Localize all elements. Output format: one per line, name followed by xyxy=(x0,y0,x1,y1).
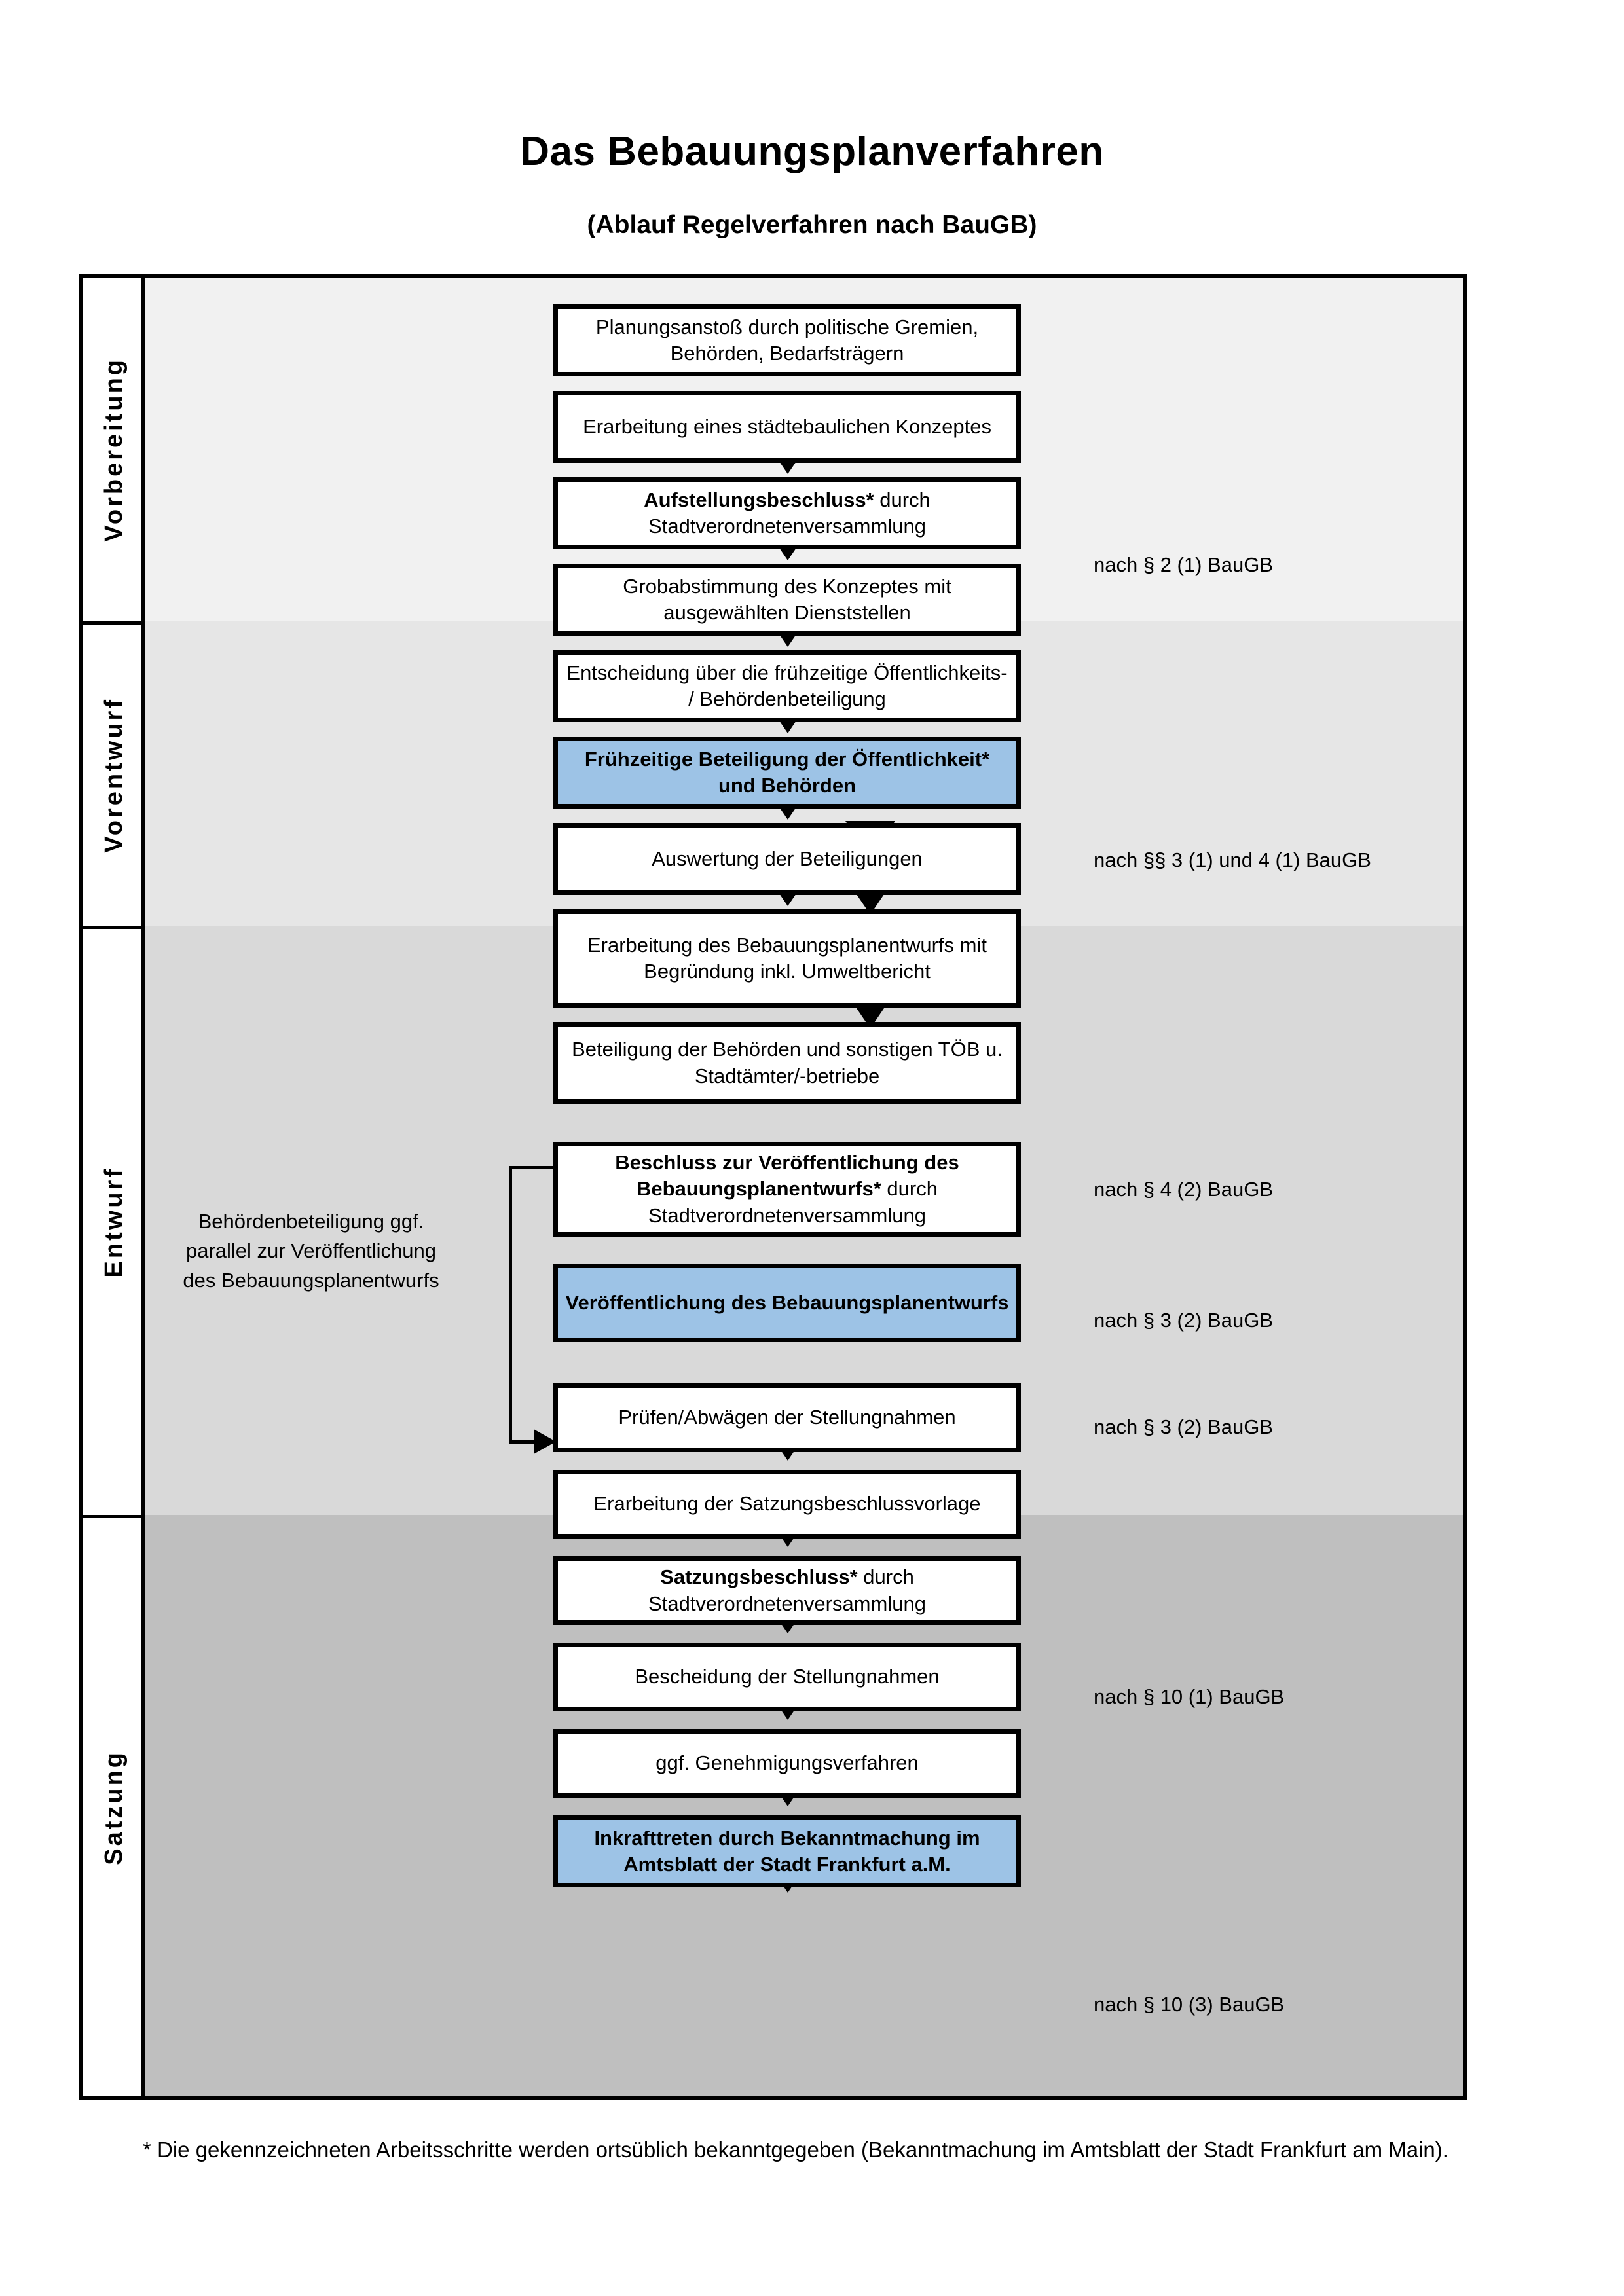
step-text: Inkrafttreten durch Bekanntmachung im Am… xyxy=(564,1825,1010,1878)
step-text: Erarbeitung der Satzungsbeschlussvorlage xyxy=(593,1492,981,1516)
step-genehmigungsverfahren[interactable]: ggf. Genehmigungsverfahren xyxy=(553,1729,1021,1798)
law-note-par4-2: nach § 4 (2) BauGB xyxy=(1094,1178,1273,1201)
step-text: Aufstellungsbeschluss* durch Stadtverord… xyxy=(564,487,1010,540)
step-planungsanstoss[interactable]: Planungsanstoß durch politische Gremien,… xyxy=(553,304,1021,376)
footnote: * Die gekennzeichneten Arbeitsschritte w… xyxy=(143,2138,1449,2162)
step-bold-part: Inkrafttreten xyxy=(594,1826,713,1850)
step-text: Erarbeitung eines städtebaulichen Konzep… xyxy=(583,414,991,438)
step-text: Veröffentlichung des Bebauungsplanentwur… xyxy=(565,1290,1009,1314)
lane-label-satzung: Satzung xyxy=(83,1515,145,2096)
step-text: Grobabstimmung des Konzeptes mit ausgewä… xyxy=(623,574,951,624)
lane-label-column: Vorbereitung Vorentwurf Entwurf Satzung xyxy=(83,278,145,2096)
law-note-par3-4-1: nach §§ 3 (1) und 4 (1) BauGB xyxy=(1094,848,1371,871)
step-veroeffentlichung[interactable]: Veröffentlichung des Bebauungsplanentwur… xyxy=(553,1264,1021,1342)
step-entscheidung-fruehzeitig[interactable]: Entscheidung über die frühzeitige Öffent… xyxy=(553,650,1021,722)
lane-label-entwurf: Entwurf xyxy=(83,926,145,1515)
step-text: Satzungsbeschluss* durch Stadtverordnete… xyxy=(564,1564,1010,1617)
step-satzungsbeschluss[interactable]: Satzungsbeschluss* durch Stadtverordnete… xyxy=(553,1556,1021,1625)
step-text: Planungsanstoß durch politische Gremien,… xyxy=(595,315,979,365)
branch-line-vert xyxy=(509,1166,512,1444)
step-rest: durch Stadtverordnetenversammlung xyxy=(648,1565,926,1615)
lane-label-vorentwurf: Vorentwurf xyxy=(83,621,145,926)
law-note-par3-2b: nach § 3 (2) BauGB xyxy=(1094,1415,1273,1438)
step-rest: durch Stadtverordnetenversammlung xyxy=(648,488,931,538)
step-bold-part: Satzungsbeschluss* xyxy=(660,1565,858,1589)
step-beschluss-veroeffentlichung[interactable]: Beschluss zur Veröffentlichung des Bebau… xyxy=(553,1142,1021,1237)
step-rest: durch Bekanntmachung im Amtsblatt der St… xyxy=(623,1826,980,1876)
step-text: Beschluss zur Veröffentlichung des Bebau… xyxy=(564,1150,1010,1229)
branch-line-top xyxy=(509,1166,556,1169)
page-subtitle: (Ablauf Regelverfahren nach BauGB) xyxy=(587,211,1037,239)
step-beteiligung-behoerden[interactable]: Beteiligung der Behörden und sonstigen T… xyxy=(553,1022,1021,1104)
lane-label-text: Satzung xyxy=(100,1749,128,1865)
lane-label-vorbereitung: Vorbereitung xyxy=(83,278,145,621)
step-pruefen-abwaegen[interactable]: Prüfen/Abwägen der Stellungnahmen xyxy=(553,1383,1021,1452)
step-text: Prüfen/Abwägen der Stellungnahmen xyxy=(618,1406,956,1429)
step-inkrafttreten[interactable]: Inkrafttreten durch Bekanntmachung im Am… xyxy=(553,1815,1021,1887)
lane-label-text: Vorentwurf xyxy=(100,697,128,853)
step-bescheidung[interactable]: Bescheidung der Stellungnahmen xyxy=(553,1643,1021,1711)
law-note-par3-2a: nach § 3 (2) BauGB xyxy=(1094,1309,1273,1332)
step-staedtebau-konzept[interactable]: Erarbeitung eines städtebaulichen Konzep… xyxy=(553,391,1021,463)
law-note-par10-1: nach § 10 (1) BauGB xyxy=(1094,1685,1285,1708)
step-text: Erarbeitung des Bebauungsplanentwurfs mi… xyxy=(587,933,987,983)
step-rest: durch Stadtverordnetenversammlung xyxy=(648,1177,938,1227)
lane-label-text: Vorbereitung xyxy=(100,357,128,542)
step-satzungsbeschlussvorlage[interactable]: Erarbeitung der Satzungsbeschlussvorlage xyxy=(553,1470,1021,1539)
step-text: Beteiligung der Behörden und sonstigen T… xyxy=(572,1038,1003,1087)
branch-arrowhead-icon xyxy=(534,1429,556,1454)
step-bold-part: Beschluss zur Veröffentlichung des Bebau… xyxy=(615,1151,959,1201)
branch-line-bottom xyxy=(509,1440,542,1444)
step-grobabstimmung[interactable]: Grobabstimmung des Konzeptes mit ausgewä… xyxy=(553,564,1021,636)
lane-label-text: Entwurf xyxy=(100,1166,128,1278)
step-text: ggf. Genehmigungsverfahren xyxy=(655,1751,919,1775)
step-fruehzeitige-beteiligung[interactable]: Frühzeitige Beteiligung der Öffentlichke… xyxy=(553,737,1021,809)
step-bold-part: Aufstellungsbeschluss* xyxy=(644,488,874,511)
step-aufstellungsbeschluss[interactable]: Aufstellungsbeschluss* durch Stadtverord… xyxy=(553,477,1021,549)
sidenote-behoerdenbeteiligung: Behördenbeteiligung ggf. parallel zur Ve… xyxy=(183,1210,439,1292)
law-note-par2-1: nach § 2 (1) BauGB xyxy=(1094,553,1273,576)
step-text: Auswertung der Beteiligungen xyxy=(652,847,923,870)
law-note-par10-3: nach § 10 (3) BauGB xyxy=(1094,1993,1285,2016)
step-auswertung[interactable]: Auswertung der Beteiligungen xyxy=(553,823,1021,895)
step-text: Entscheidung über die frühzeitige Öffent… xyxy=(566,661,1008,710)
step-erarbeitung-entwurf[interactable]: Erarbeitung des Bebauungsplanentwurfs mi… xyxy=(553,909,1021,1008)
step-text: Frühzeitige Beteiligung der Öffentlichke… xyxy=(584,747,990,797)
page-title: Das Bebauungsplanverfahren xyxy=(520,129,1104,174)
step-text: Bescheidung der Stellungnahmen xyxy=(635,1665,940,1688)
